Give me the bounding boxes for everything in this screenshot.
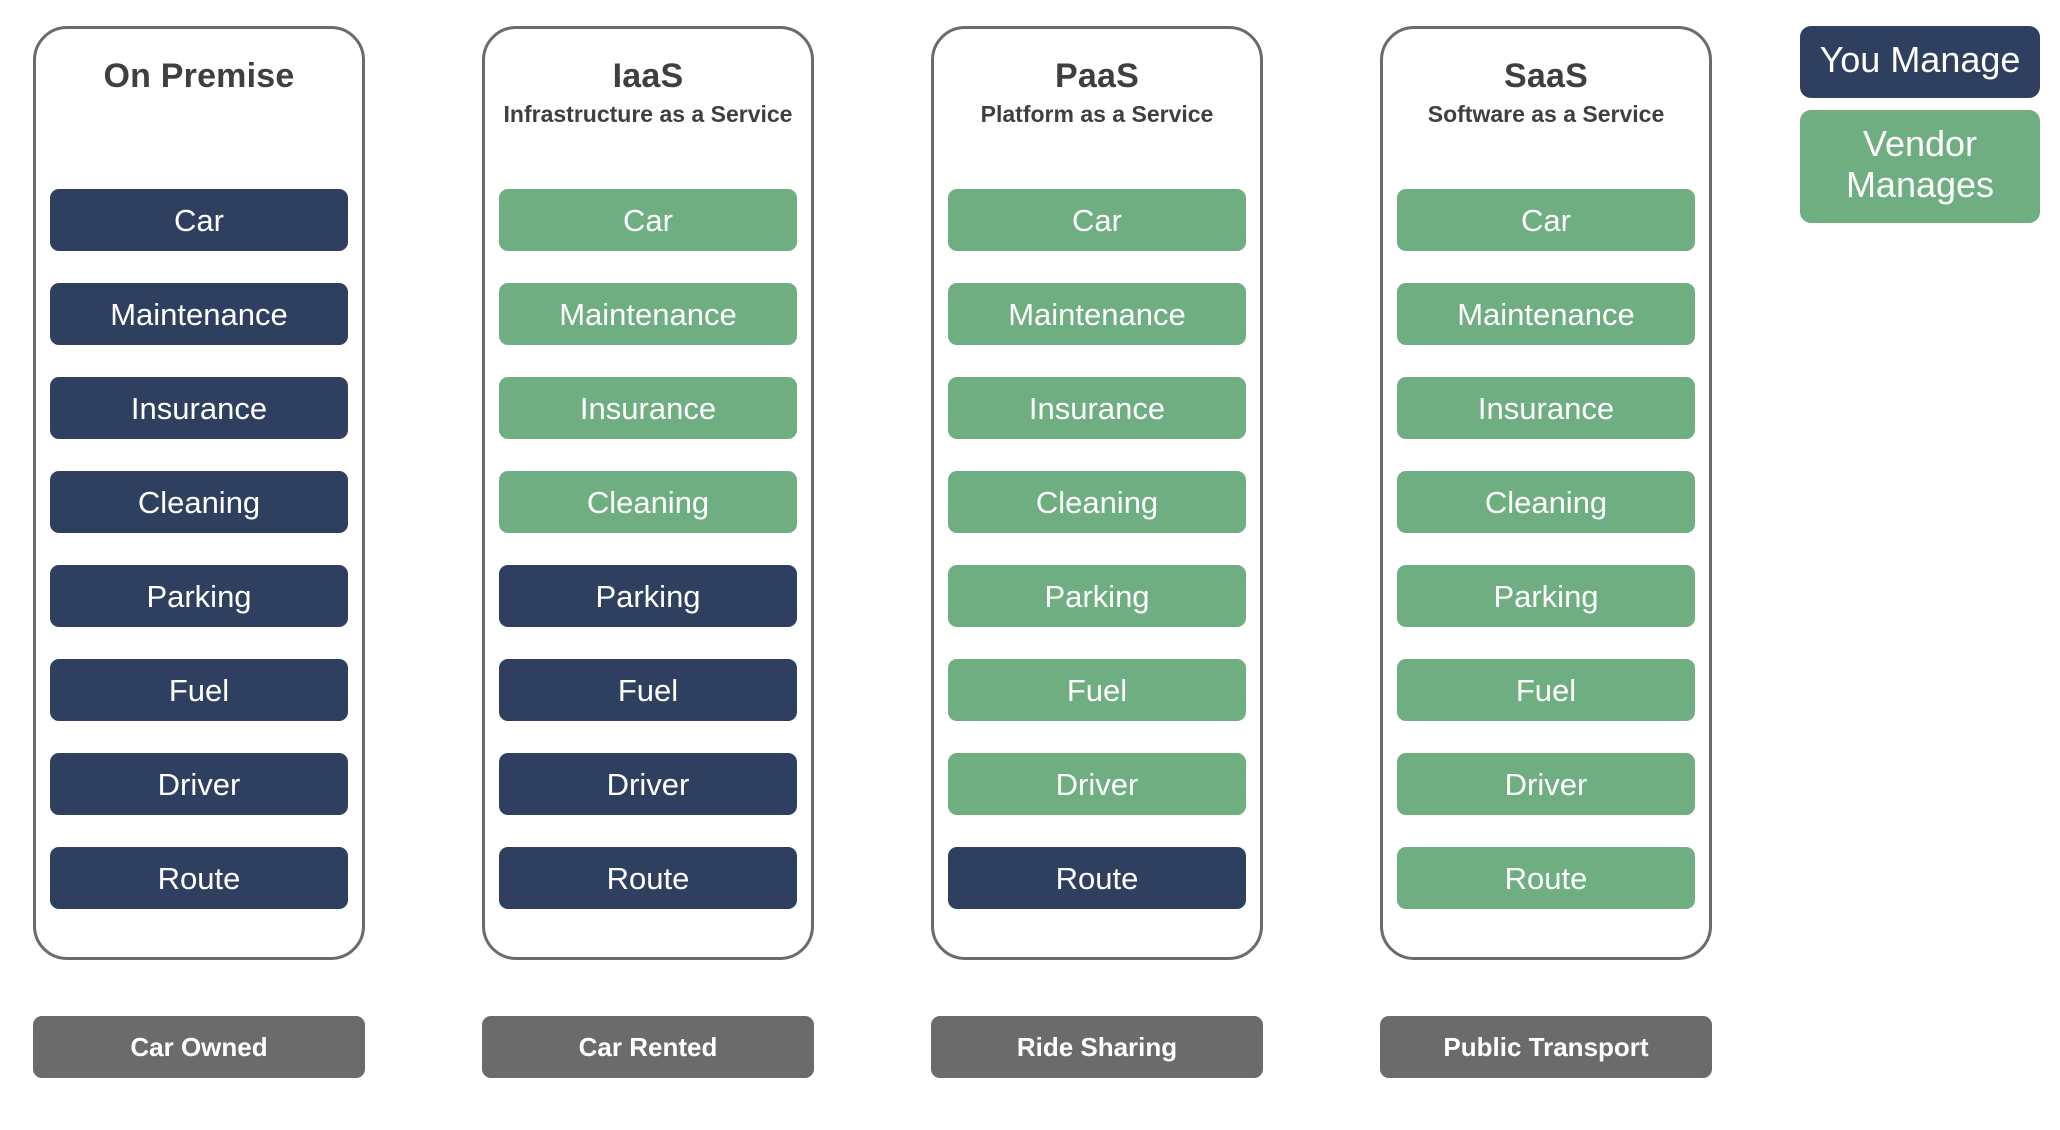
responsibility-pill: Fuel: [499, 659, 797, 721]
card-title: IaaS: [612, 57, 684, 95]
card-subtitle: Software as a Service: [1427, 101, 1665, 128]
card-title: SaaS: [1504, 57, 1588, 95]
card-title: On Premise: [103, 57, 295, 95]
card-header: SaaS Software as a Service: [1397, 29, 1695, 189]
footer-slot: Ride Sharing: [931, 1016, 1263, 1078]
legend-item-vendor: Vendor Manages: [1800, 110, 2040, 223]
responsibility-pill: Maintenance: [1397, 283, 1695, 345]
responsibility-pill: Parking: [499, 565, 797, 627]
legend-item-you: You Manage: [1800, 26, 2040, 99]
responsibility-pill: Car: [1397, 189, 1695, 251]
responsibility-pill: Driver: [50, 753, 348, 815]
responsibility-pill: Maintenance: [50, 283, 348, 345]
footer-slot: Public Transport: [1380, 1016, 1712, 1078]
card-header: PaaS Platform as a Service: [948, 29, 1246, 189]
responsibility-pill: Insurance: [948, 377, 1246, 439]
analogy-label: Ride Sharing: [931, 1016, 1263, 1078]
responsibility-pill: Route: [948, 847, 1246, 909]
responsibility-pill: Insurance: [1397, 377, 1695, 439]
responsibility-pill: Fuel: [1397, 659, 1695, 721]
responsibility-pill: Parking: [50, 565, 348, 627]
analogy-label: Public Transport: [1380, 1016, 1712, 1078]
responsibility-pill: Cleaning: [50, 471, 348, 533]
responsibility-pill: Maintenance: [948, 283, 1246, 345]
responsibility-pill: Insurance: [499, 377, 797, 439]
responsibility-pill: Parking: [948, 565, 1246, 627]
responsibility-pill: Car: [948, 189, 1246, 251]
analogy-label: Car Owned: [33, 1016, 365, 1078]
card-title: PaaS: [1055, 57, 1139, 95]
responsibility-pill: Driver: [499, 753, 797, 815]
responsibility-pill: Route: [50, 847, 348, 909]
footer-slot: Car Owned: [33, 1016, 365, 1078]
responsibility-pill: Route: [1397, 847, 1695, 909]
responsibility-pill: Fuel: [50, 659, 348, 721]
responsibility-pill: Car: [499, 189, 797, 251]
footer-slot: Car Rented: [482, 1016, 814, 1078]
card-subtitle: Infrastructure as a Service: [503, 101, 793, 128]
responsibility-pill: Fuel: [948, 659, 1246, 721]
responsibility-pill: Cleaning: [948, 471, 1246, 533]
responsibility-pill: Insurance: [50, 377, 348, 439]
responsibility-pill: Driver: [948, 753, 1246, 815]
card-header: On Premise: [50, 29, 348, 189]
responsibility-pill: Route: [499, 847, 797, 909]
responsibility-pill: Parking: [1397, 565, 1695, 627]
responsibility-pill: Maintenance: [499, 283, 797, 345]
responsibility-pill: Cleaning: [499, 471, 797, 533]
card-subtitle: Platform as a Service: [980, 101, 1214, 128]
responsibility-pill: Cleaning: [1397, 471, 1695, 533]
responsibility-pill: Driver: [1397, 753, 1695, 815]
card-header: IaaS Infrastructure as a Service: [499, 29, 797, 189]
analogy-label: Car Rented: [482, 1016, 814, 1078]
responsibility-pill: Car: [50, 189, 348, 251]
